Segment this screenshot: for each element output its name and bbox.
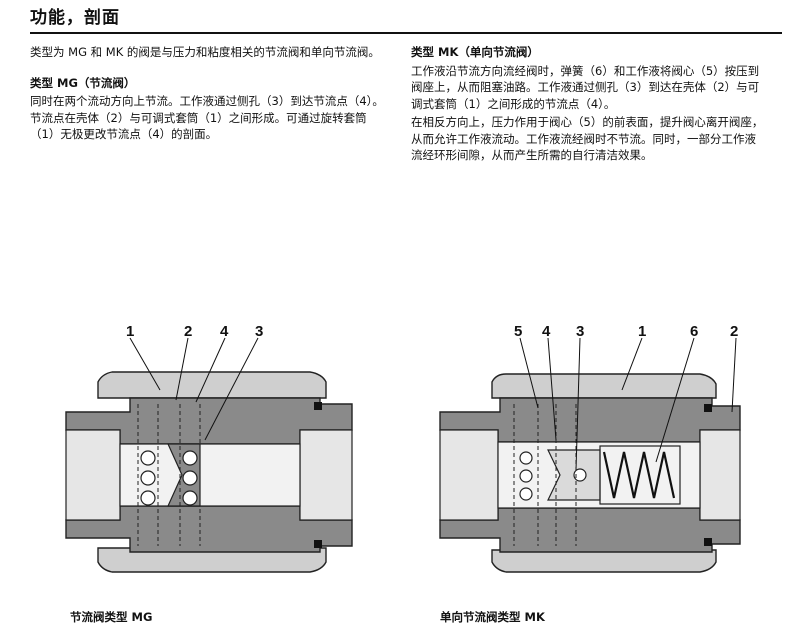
mk-label-3: 3 bbox=[576, 323, 584, 340]
mk-label-5: 5 bbox=[514, 323, 522, 340]
mg-seal-bottom bbox=[314, 540, 322, 548]
mk-sleeve-top bbox=[491, 373, 717, 399]
mg-inlet-bore bbox=[65, 429, 121, 521]
mk-label-1: 1 bbox=[638, 323, 646, 340]
mg-heading: 类型 MG（节流阀） bbox=[30, 75, 136, 90]
mk-seal-top bbox=[704, 404, 712, 412]
mk-label-6: 6 bbox=[690, 323, 698, 340]
mk-heading: 类型 MK（单向节流阀） bbox=[411, 45, 539, 59]
mk-inlet-bore bbox=[439, 429, 499, 521]
intro-text: 类型为 MG 和 MK 的阀是与压力和粘度相关的节流阀和单向节流阀。 bbox=[30, 45, 380, 59]
mk-spring-guide bbox=[599, 445, 681, 505]
mg-sleeve-bottom bbox=[97, 547, 327, 573]
mk-cross-section bbox=[439, 337, 741, 573]
mk-spring bbox=[602, 451, 676, 499]
mg-side-holes bbox=[140, 450, 198, 506]
mk-sleeve-bottom bbox=[491, 549, 717, 573]
mk-side-holes bbox=[519, 451, 533, 501]
right-column: 类型 MK（单向节流阀） 工作液沿节流方向流经阀时，弹簧（6）和工作液将阀心（5… bbox=[411, 44, 766, 166]
left-column: 类型为 MG 和 MK 的阀是与压力和粘度相关的节流阀和单向节流阀。 类型 MG… bbox=[30, 44, 385, 145]
mk-poppet-hole bbox=[573, 468, 587, 482]
mk-caption: 单向节流阀类型 MK bbox=[440, 610, 545, 624]
mg-caption: 节流阀类型 MG bbox=[70, 610, 153, 624]
mk-description-2: 在相反方向上，压力作用于阀心（5）的前表面，提升阀心离开阀座，从而允许工作液流动… bbox=[411, 115, 764, 162]
mk-outlet-bore bbox=[699, 429, 741, 521]
mg-label-3: 3 bbox=[255, 323, 263, 340]
page-title: 功能，剖面 bbox=[30, 8, 120, 28]
mg-label-1: 1 bbox=[126, 323, 134, 340]
mg-outlet-bore bbox=[299, 429, 353, 521]
mg-cross-section bbox=[65, 337, 353, 573]
mg-label-2: 2 bbox=[184, 323, 192, 340]
mk-label-4: 4 bbox=[542, 323, 551, 340]
mg-sleeve-top bbox=[97, 371, 327, 399]
mg-label-4: 4 bbox=[220, 323, 229, 340]
page-header: 功能，剖面 bbox=[30, 6, 782, 34]
mk-description-1: 工作液沿节流方向流经阀时，弹簧（6）和工作液将阀心（5）按压到阀座上，从而阻塞油… bbox=[411, 63, 760, 111]
mg-description: 同时在两个流动方向上节流。工作液通过侧孔（3）到达节流点（4）。节流点在壳体（2… bbox=[30, 94, 384, 141]
mk-seal-bottom bbox=[704, 538, 712, 546]
mg-seal-top bbox=[314, 402, 322, 410]
mk-label-2: 2 bbox=[730, 323, 738, 340]
